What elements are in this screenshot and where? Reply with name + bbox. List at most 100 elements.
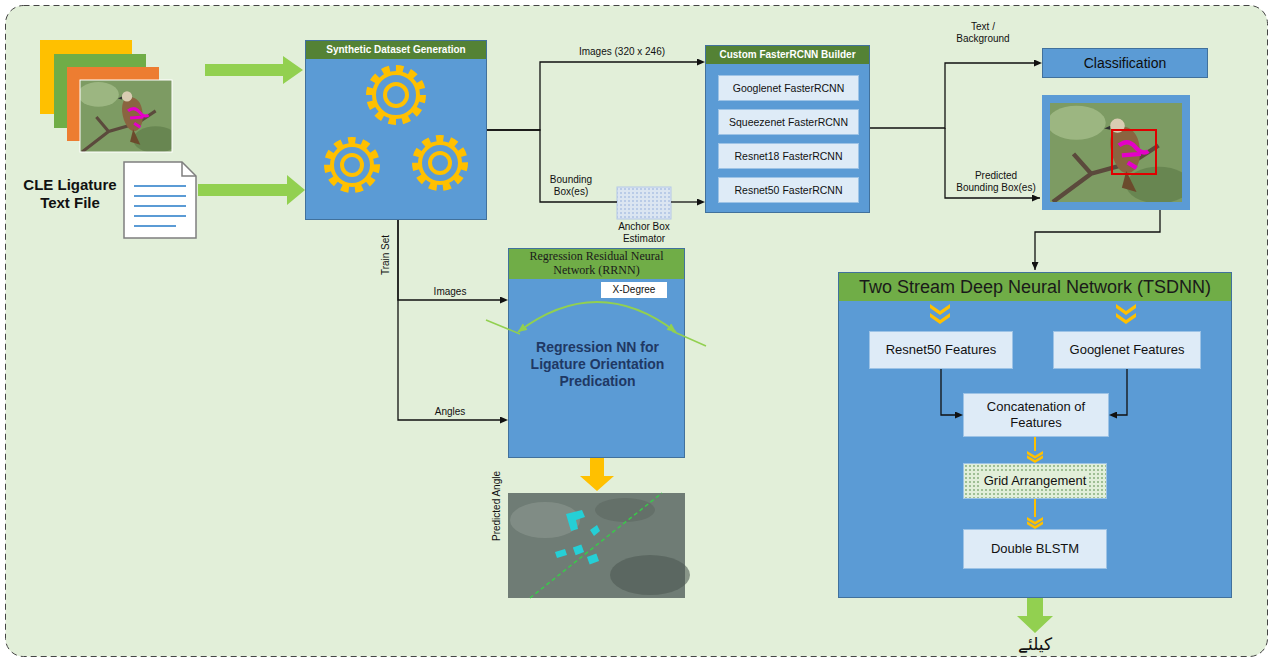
gear-icon-part bbox=[329, 142, 375, 188]
flow-line bbox=[945, 128, 1040, 198]
prediction-image-part bbox=[1042, 95, 1190, 210]
panel-header: Regression Residual Neural Network (RRNN… bbox=[509, 249, 684, 279]
chevron-icon-part bbox=[1116, 304, 1136, 315]
box-label: Grid Arrangement bbox=[981, 473, 1090, 489]
output-arrow bbox=[1017, 598, 1053, 633]
file-label: CLE Ligature Text File bbox=[18, 176, 122, 212]
connector bbox=[1034, 437, 1036, 451]
angle-output-image-part-part bbox=[573, 545, 584, 556]
connector bbox=[487, 130, 617, 202]
connector bbox=[198, 184, 287, 196]
edge-label: Images (320 x 246) bbox=[577, 46, 667, 58]
angle-arc-part bbox=[486, 320, 706, 346]
chevron-icon-part bbox=[1116, 313, 1136, 324]
box-label: Resnet18 FasterRCNN bbox=[735, 150, 843, 163]
panel-header: Custom FasterRCNN Builder bbox=[706, 46, 869, 64]
prediction-image bbox=[1042, 95, 1191, 210]
prediction-image-part bbox=[1047, 103, 1191, 203]
layer-box: Concatenation of Features bbox=[963, 393, 1109, 437]
box-label: Resnet50 Features bbox=[886, 342, 997, 358]
flow-label: Predicted Bounding Box(es) bbox=[951, 170, 1041, 194]
prediction-image-part bbox=[1112, 130, 1156, 174]
chevron-icon-part bbox=[930, 313, 950, 324]
document-icon-part bbox=[124, 162, 196, 238]
model-box: Squeezenet FasterRCNN bbox=[718, 109, 859, 135]
anchor-estimator: Anchor Box Estimator bbox=[617, 187, 671, 219]
image-stack-part bbox=[78, 80, 178, 153]
estimator-label: Anchor Box Estimator bbox=[605, 221, 683, 245]
connector bbox=[941, 369, 955, 415]
box-label: Googlenet FasterRCNN bbox=[733, 82, 844, 95]
box-label: Concatenation of Features bbox=[967, 399, 1105, 430]
page-frame bbox=[6, 6, 1268, 657]
angle-output-image-part bbox=[610, 555, 690, 595]
image-stack bbox=[40, 40, 178, 153]
tag-label: X-Degree bbox=[613, 284, 656, 296]
flow-label: Predicted Angle bbox=[491, 469, 503, 543]
flow-line bbox=[1035, 210, 1160, 270]
model-box: Resnet50 FasterRCNN bbox=[718, 177, 859, 203]
edge-label: Images bbox=[432, 286, 469, 298]
connector bbox=[398, 220, 500, 300]
output-box: Classification bbox=[1042, 48, 1208, 78]
edge-label: Angles bbox=[433, 406, 468, 418]
layer-box: Grid Arrangement bbox=[963, 463, 1107, 499]
connector bbox=[671, 201, 697, 202]
box-label: Double BLSTM bbox=[991, 541, 1079, 557]
box-label: Squeezenet FasterRCNN bbox=[729, 116, 848, 129]
panel-header: Synthetic Dataset Generation bbox=[306, 41, 486, 59]
angle-arc-part bbox=[518, 302, 676, 332]
output-arrow bbox=[580, 458, 614, 491]
panel-header-body: Regression NN for Ligature Orientation P… bbox=[527, 339, 668, 389]
connector bbox=[398, 220, 500, 420]
chevron-icon-part bbox=[930, 304, 950, 315]
gear-icon-part bbox=[385, 84, 407, 106]
anchor-box-symbol bbox=[617, 187, 671, 219]
connector bbox=[487, 62, 697, 130]
gear-icon-part bbox=[342, 155, 362, 175]
angle-output-image-part-part bbox=[566, 510, 585, 531]
angle-tag: X-Degree bbox=[601, 282, 667, 298]
text-file-node: CLE Ligature Text File bbox=[18, 160, 198, 240]
document-icon-part bbox=[134, 186, 186, 226]
output-text: کیلئے bbox=[1016, 635, 1054, 655]
network-panel: Two Stream Deep Neural Network (TSDNN) Re… bbox=[838, 272, 1232, 598]
model-box: Resnet18 FasterRCNN bbox=[718, 143, 859, 169]
gear-icon bbox=[329, 142, 375, 188]
gear-icon bbox=[371, 70, 421, 120]
gear-icon-part bbox=[430, 153, 450, 173]
chevron-icon bbox=[930, 304, 1136, 324]
angle-output-image-part bbox=[530, 493, 662, 598]
edge-label: Text / Background bbox=[950, 21, 1016, 45]
layer-box: Googlenet Features bbox=[1053, 331, 1201, 369]
gear-icon-part bbox=[332, 145, 372, 185]
edge-label: Bounding Box(es) bbox=[543, 174, 599, 198]
layer-box: Resnet50 Features bbox=[869, 331, 1013, 369]
angle-arc bbox=[486, 302, 706, 346]
gear-icon-part bbox=[420, 143, 460, 183]
image-stack-part bbox=[80, 80, 172, 152]
process-panel: Synthetic Dataset Generation bbox=[305, 40, 487, 220]
gear-icon-part bbox=[371, 70, 421, 120]
angle-output-image bbox=[508, 493, 690, 598]
document-icon-part bbox=[182, 162, 196, 176]
panel-header: Two Stream Deep Neural Network (TSDNN) bbox=[839, 273, 1231, 301]
flow-label: Train Set bbox=[380, 233, 392, 277]
model-box: Googlenet FasterRCNN bbox=[718, 75, 859, 101]
angle-output-image-part-part bbox=[555, 549, 567, 558]
angle-output-image-part-part bbox=[590, 525, 600, 536]
input-arrow bbox=[205, 56, 303, 84]
box-label: Classification bbox=[1084, 55, 1166, 72]
angle-output-image-part-part bbox=[587, 554, 599, 565]
box-label: Googlenet Features bbox=[1070, 342, 1185, 358]
angle-output-image-part bbox=[595, 498, 655, 522]
gear-icon-part bbox=[374, 73, 418, 117]
layer-box: Double BLSTM bbox=[963, 529, 1107, 569]
document-icon bbox=[124, 162, 196, 238]
connector bbox=[870, 63, 1034, 128]
angle-output-image-part bbox=[555, 510, 600, 564]
